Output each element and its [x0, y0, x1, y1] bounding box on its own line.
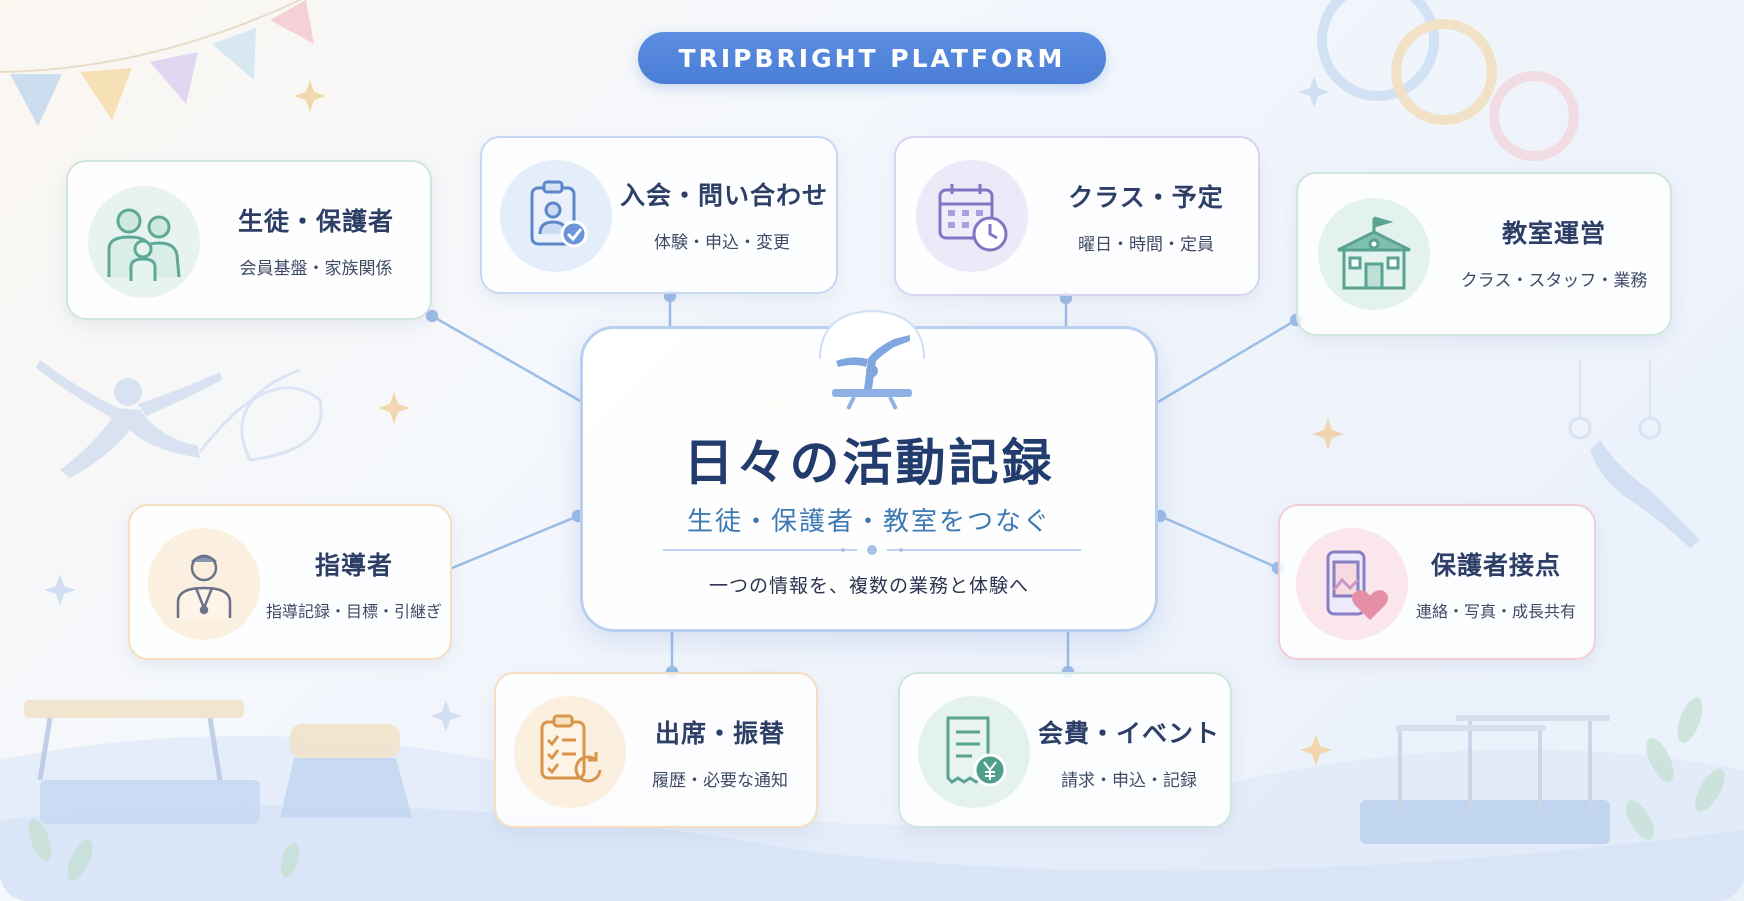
center-divider	[663, 545, 1081, 555]
node-title: 指導者	[314, 551, 393, 580]
node-inquiry: 入会・問い合わせ 体験・申込・変更	[480, 136, 838, 294]
node-subtitle: 連絡・写真・成長共有	[1415, 602, 1576, 621]
node-subtitle: 会員基盤・家族関係	[239, 259, 393, 279]
node-title: 会費・イベント	[1037, 719, 1220, 748]
gymnast-on-beam-icon	[819, 309, 925, 410]
family-icon	[88, 186, 200, 298]
node-subtitle: 指導記録・目標・引継ぎ	[265, 602, 442, 621]
leaves-decoration	[28, 697, 1725, 881]
node-title: クラス・予定	[1068, 183, 1224, 212]
node-title: 生徒・保護者	[237, 207, 394, 236]
node-title: 教室運営	[1501, 219, 1606, 248]
center-subtitle: 生徒・保護者・教室をつなぐ	[686, 507, 1051, 537]
node-students-guardians: 生徒・保護者 会員基盤・家族関係	[66, 160, 432, 320]
node-title: 出席・振替	[654, 719, 785, 748]
node-classes-schedule: クラス・予定 曜日・時間・定員	[894, 136, 1260, 296]
center-hub: 日々の活動記録 生徒・保護者・教室をつなぐ 一つの情報を、複数の業務と体験へ	[580, 309, 1158, 632]
center-caption: 一つの情報を、複数の業務と体験へ	[708, 575, 1029, 597]
coach-icon	[148, 528, 260, 640]
node-subtitle: 曜日・時間・定員	[1078, 235, 1214, 255]
school-building-icon	[1318, 198, 1430, 310]
platform-badge: TRIPBRIGHT PLATFORM	[638, 32, 1106, 84]
receipt-yen-icon	[918, 696, 1030, 808]
node-title: 入会・問い合わせ	[620, 181, 829, 210]
node-subtitle: 請求・申込・記録	[1061, 771, 1197, 791]
gymnast-silhouette-left	[36, 360, 222, 478]
balance-beam-decoration	[24, 700, 260, 824]
parallel-bars-decoration	[1360, 715, 1610, 844]
platform-badge-label: TRIPBRIGHT PLATFORM	[678, 43, 1066, 73]
rings-decoration	[1317, 0, 1579, 161]
center-title: 日々の活動記録	[683, 433, 1055, 492]
clipboard-check-icon	[500, 160, 612, 272]
node-attendance-makeup: 出席・振替 履歴・必要な通知	[494, 672, 818, 828]
node-subtitle: 体験・申込・変更	[654, 233, 790, 253]
vault-decoration	[280, 724, 412, 818]
bunting-decoration	[0, 0, 314, 126]
checklist-refresh-icon	[514, 696, 626, 808]
node-title: 保護者接点	[1430, 551, 1561, 580]
calendar-clock-icon	[916, 160, 1028, 272]
node-fees-events: 会費・イベント 請求・申込・記録	[898, 672, 1232, 828]
node-subtitle: クラス・スタッフ・業務	[1460, 271, 1648, 291]
node-subtitle: 履歴・必要な通知	[652, 771, 788, 791]
node-coach: 指導者 指導記録・目標・引継ぎ	[128, 504, 452, 660]
node-guardian-contact: 保護者接点 連絡・写真・成長共有	[1278, 504, 1596, 660]
node-classroom-operations: 教室運営 クラス・スタッフ・業務	[1296, 172, 1672, 336]
phone-heart-icon	[1296, 528, 1408, 640]
